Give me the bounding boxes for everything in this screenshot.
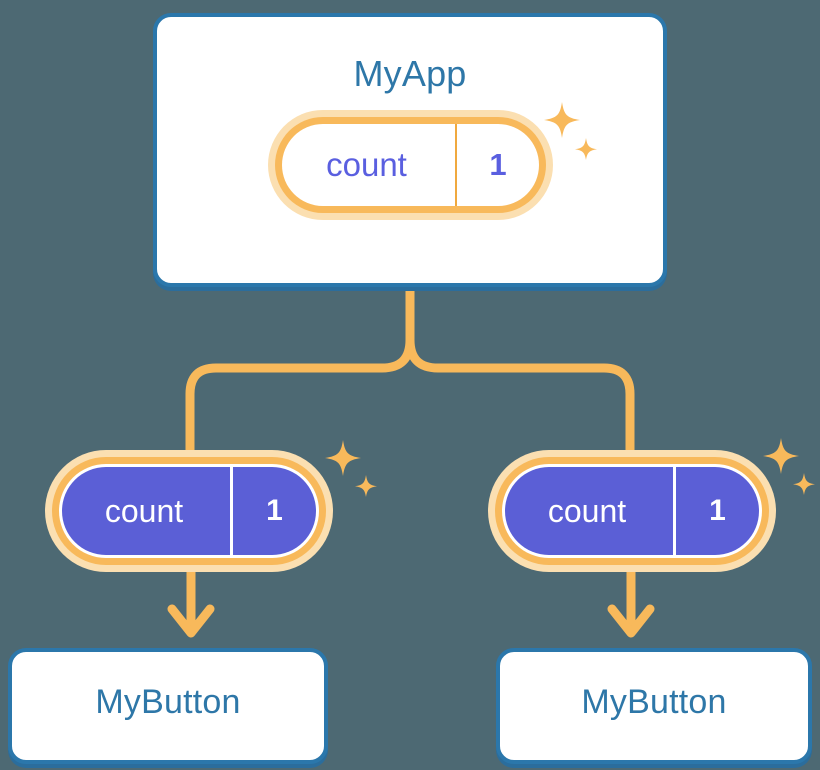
state-pill-child-right[interactable]: count 1	[488, 450, 776, 572]
state-pill-face: count 1	[62, 467, 316, 555]
state-pill-root[interactable]: count 1	[268, 110, 553, 220]
component-title-myapp: MyApp	[353, 53, 467, 94]
component-card-mybutton-right[interactable]: MyButton	[496, 648, 812, 764]
state-pill-inner: count 1	[282, 124, 539, 206]
connector-arrow-left	[167, 565, 215, 638]
component-title-mybutton-left: MyButton	[95, 683, 241, 721]
state-pill-ring: count 1	[52, 457, 326, 565]
state-pill-value: 1	[455, 124, 539, 206]
state-pill-ring: count 1	[495, 457, 769, 565]
state-pill-key: count	[104, 492, 184, 529]
component-title-mybutton-right: MyButton	[581, 683, 727, 721]
state-pill-ring: count 1	[275, 117, 546, 213]
state-pill-face: count 1	[505, 467, 759, 555]
state-pill-inner: count 1	[502, 464, 762, 558]
state-pill-child-left[interactable]: count 1	[45, 450, 333, 572]
state-pill-key: count	[326, 146, 407, 183]
state-pill-inner: count 1	[59, 464, 319, 558]
state-pill-value: 1	[230, 467, 316, 555]
state-pill-key: count	[547, 492, 627, 529]
component-card-mybutton-left[interactable]: MyButton	[8, 648, 328, 764]
connector-arrow-right	[607, 565, 655, 638]
state-pill-value: 1	[673, 467, 759, 555]
